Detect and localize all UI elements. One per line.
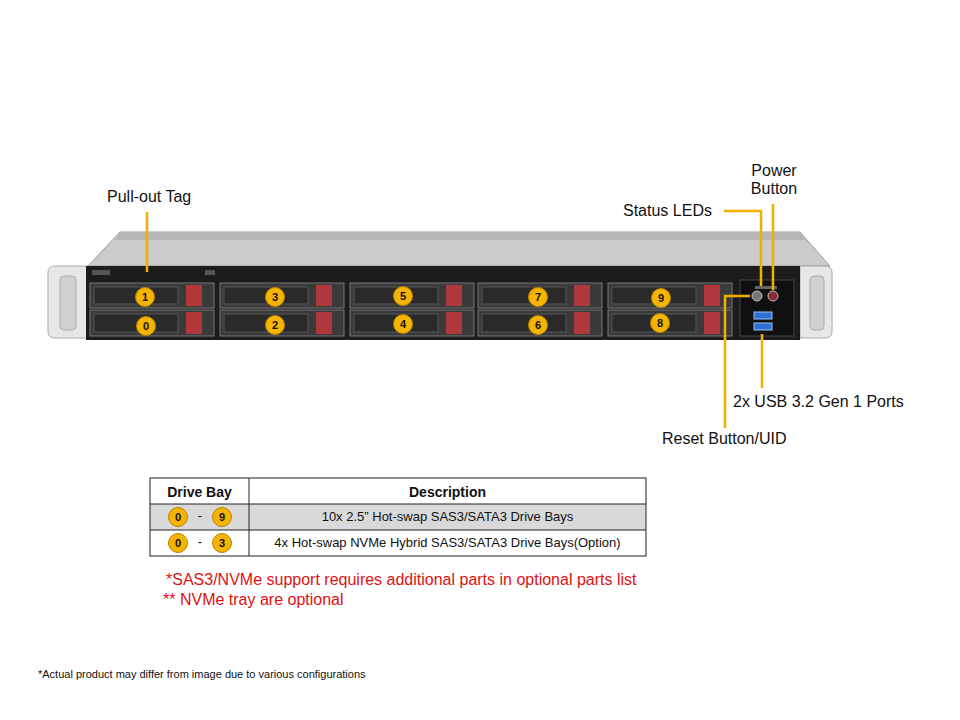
rack-ear	[48, 266, 88, 338]
usb-port	[754, 323, 772, 330]
callout-number: 9	[651, 288, 671, 308]
pull-out-tag	[92, 270, 110, 275]
power-button	[768, 291, 778, 301]
front-panel	[86, 266, 800, 340]
table-cell: 4x Hot-swap NVMe Hybrid SAS3/SATA3 Drive…	[249, 536, 646, 551]
usb-port	[754, 312, 772, 319]
table-header: Drive Bay	[150, 484, 249, 500]
callout-number: 0	[168, 533, 188, 553]
chassis-lid	[88, 232, 830, 266]
callout-number: 9	[212, 507, 232, 527]
part-label: Status LEDs	[623, 202, 712, 220]
callout-number: 7	[528, 287, 548, 307]
table-cell: 10x 2.5” Hot-swap SAS3/SATA3 Drive Bays	[249, 510, 646, 525]
pull-out-tag	[205, 270, 215, 275]
drive-bay-table	[150, 478, 646, 556]
leader-lines	[147, 204, 773, 428]
part-label: Reset Button/UID	[662, 430, 787, 448]
table-cell: -	[190, 535, 210, 550]
callout-number: 6	[528, 315, 548, 335]
callout-number: 1	[135, 287, 155, 307]
note-text: ** NVMe tray are optional	[163, 591, 344, 609]
callout-number: 4	[393, 314, 413, 334]
rack-ear-handle	[60, 276, 76, 330]
footnote-text: *Actual product may differ from image du…	[38, 668, 366, 681]
callout-number: 5	[393, 286, 413, 306]
reset-button	[752, 291, 762, 301]
control-panel	[740, 280, 794, 336]
table-header: Description	[249, 484, 646, 500]
table-cell: -	[190, 509, 210, 524]
chassis-lid-edge	[115, 232, 805, 240]
drive-bays	[90, 283, 732, 336]
callout-number: 0	[136, 316, 156, 336]
callout-number: 3	[212, 533, 232, 553]
part-label: Power Button	[744, 162, 804, 199]
note-text: *SAS3/NVMe support requires additional p…	[166, 571, 636, 589]
callout-number: 8	[650, 313, 670, 333]
rack-ear	[800, 266, 832, 338]
part-label: 2x USB 3.2 Gen 1 Ports	[733, 393, 904, 411]
callout-number: 0	[168, 507, 188, 527]
callout-number: 2	[265, 315, 285, 335]
rack-ear-handle	[810, 276, 824, 330]
callout-number: 3	[265, 287, 285, 307]
part-label: Pull-out Tag	[107, 188, 191, 206]
